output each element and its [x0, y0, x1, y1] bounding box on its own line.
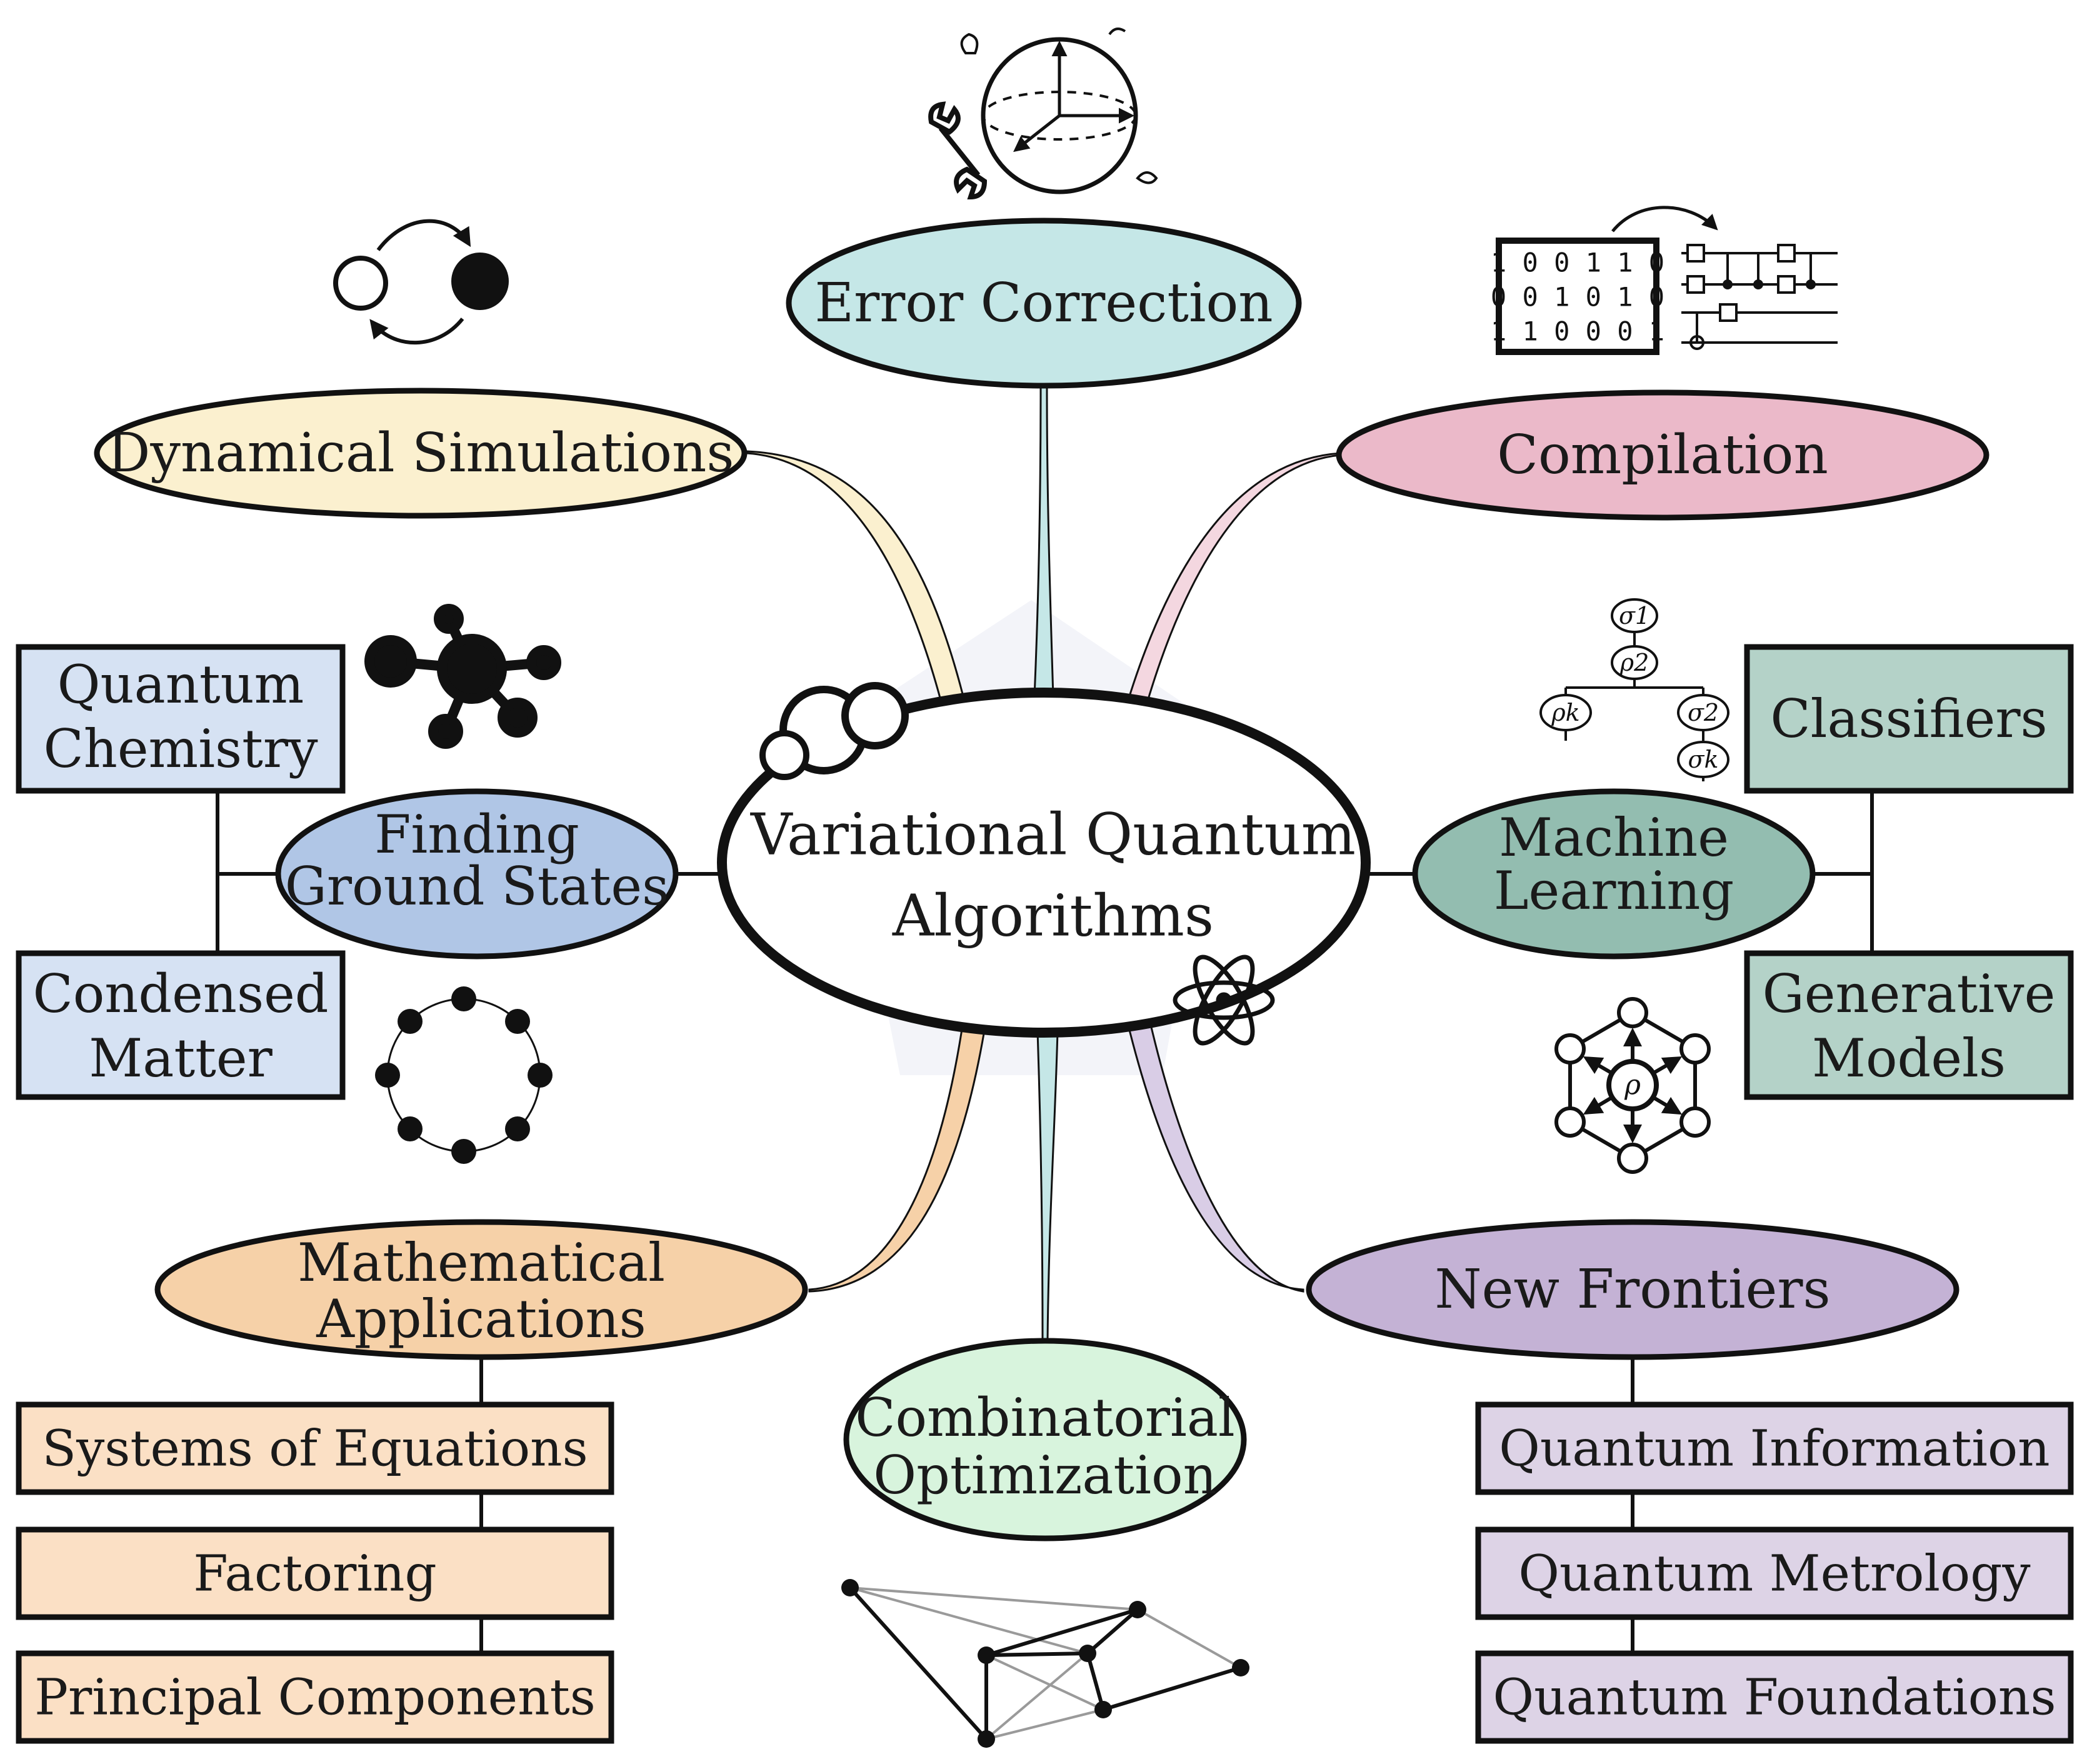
generative-models-line2: Models — [1812, 1028, 2006, 1089]
systems-of-equations-label: Systems of Equations — [42, 1420, 588, 1478]
node-error-correction[interactable]: Error Correction — [786, 218, 1302, 389]
svg-text:1 0 0 1 1 0: 1 0 0 1 1 0 — [1491, 248, 1664, 278]
box-quantum-chemistry[interactable]: Quantum Chemistry — [16, 644, 346, 794]
ribbon-combinatorial — [1036, 1030, 1059, 1342]
node-dynamical-simulations[interactable]: Dynamical Simulations — [94, 388, 748, 519]
ribbon-dynamical-simulations — [746, 450, 964, 701]
ground-states-ellipse — [275, 788, 679, 960]
box-quantum-information[interactable]: Quantum Information — [1475, 1401, 2074, 1495]
wrench-icon — [928, 101, 988, 200]
spin-ring-icon — [375, 986, 553, 1164]
ground-states-label-line2: Ground States — [285, 856, 669, 917]
node-finding-ground-states[interactable]: Finding Ground States — [275, 788, 679, 960]
svg-text:ρ2: ρ2 — [1619, 649, 1649, 676]
condensed-matter-line1: Condensed — [33, 963, 328, 1025]
classifiers-rect — [1744, 644, 2074, 794]
factoring-rect — [16, 1526, 614, 1620]
condensed-matter-rect — [16, 950, 346, 1100]
state-swap-icon — [333, 219, 509, 345]
error-correction-label: Error Correction — [814, 272, 1273, 334]
quantum-foundations-label: Quantum Foundations — [1493, 1668, 2056, 1726]
molecule-icon — [364, 604, 561, 749]
box-principal-components[interactable]: Principal Components — [16, 1650, 614, 1744]
principal-components-rect — [16, 1650, 614, 1744]
box-systems-of-equations[interactable]: Systems of Equations — [16, 1401, 614, 1495]
compilation-ellipse — [1336, 389, 1989, 521]
svg-text:σk: σk — [1688, 746, 1719, 773]
mathematical-applications-label-line2: Applications — [316, 1288, 646, 1350]
rho-hexagon-icon: ρ — [1554, 997, 1711, 1174]
box-quantum-metrology[interactable]: Quantum Metrology — [1475, 1526, 2074, 1620]
box-classifiers[interactable]: Classifiers — [1744, 644, 2074, 794]
box-factoring[interactable]: Factoring — [16, 1526, 614, 1620]
dynamical-simulations-label: Dynamical Simulations — [107, 422, 734, 484]
box-generative-models[interactable]: Generative Models — [1744, 950, 2074, 1100]
center-label-line2: Algorithms — [892, 883, 1214, 950]
svg-text:1 1 0 0 0 1: 1 1 0 0 0 1 — [1491, 316, 1664, 347]
generative-models-line1: Generative — [1763, 963, 2056, 1025]
machine-learning-ellipse — [1412, 788, 1816, 960]
svg-text:ρk: ρk — [1551, 699, 1579, 726]
quantum-information-rect — [1475, 1401, 2074, 1495]
node-compilation[interactable]: Compilation — [1336, 389, 1989, 521]
svg-text:ρ: ρ — [1624, 1070, 1641, 1101]
dynamical-simulations-ellipse — [94, 388, 748, 519]
graph-icon — [841, 1579, 1249, 1748]
box-quantum-foundations[interactable]: Quantum Foundations — [1475, 1650, 2074, 1744]
svg-text:σ1: σ1 — [1619, 602, 1650, 629]
factoring-label: Factoring — [193, 1545, 436, 1603]
node-new-frontiers[interactable]: New Frontiers — [1306, 1219, 1959, 1360]
combinatorial-ellipse — [843, 1338, 1247, 1541]
combinatorial-label-line1: Combinatorial — [855, 1387, 1235, 1448]
new-frontiers-label: New Frontiers — [1434, 1258, 1830, 1321]
quantum-foundations-rect — [1475, 1650, 2074, 1744]
classifiers-label: Classifiers — [1770, 688, 2047, 749]
mathematical-applications-ellipse — [154, 1219, 808, 1360]
svg-text:0 0 1 0 1 0: 0 0 1 0 1 0 — [1491, 282, 1664, 313]
svg-text:σ2: σ2 — [1688, 699, 1719, 726]
bit-matrix-icon: 1 0 0 1 1 0 0 0 1 0 1 0 1 1 0 0 0 1 — [1491, 206, 1718, 355]
quantum-chemistry-line1: Quantum — [58, 654, 304, 715]
ground-states-label-line1: Finding — [374, 804, 579, 865]
box-condensed-matter[interactable]: Condensed Matter — [16, 950, 346, 1100]
error-correction-ellipse — [786, 218, 1302, 389]
quantum-metrology-label: Quantum Metrology — [1518, 1545, 2030, 1603]
node-machine-learning[interactable]: Machine Learning — [1412, 788, 1816, 960]
mathematical-applications-label-line1: Mathematical — [298, 1232, 665, 1293]
compilation-label: Compilation — [1497, 424, 1828, 486]
center-node[interactable]: Variational Quantum Algorithms — [717, 682, 1371, 1051]
quantum-chemistry-rect — [16, 644, 346, 794]
quantum-chemistry-line2: Chemistry — [43, 718, 318, 779]
thought-bubble-small — [759, 730, 809, 780]
generative-models-rect — [1744, 950, 2074, 1100]
principal-components-label: Principal Components — [34, 1668, 596, 1726]
combinatorial-label-line2: Optimization — [873, 1445, 1216, 1506]
systems-of-equations-rect — [16, 1401, 614, 1495]
atom-icon — [1173, 955, 1275, 1046]
node-mathematical-applications[interactable]: Mathematical Applications — [154, 1219, 808, 1360]
ribbon-new-frontiers — [1127, 1021, 1304, 1293]
condensed-matter-line2: Matter — [89, 1028, 273, 1089]
center-ellipse — [717, 688, 1371, 1038]
thought-bubble-medium — [841, 682, 909, 749]
machine-learning-label-line2: Learning — [1494, 860, 1734, 921]
quantum-information-label: Quantum Information — [1499, 1420, 2049, 1478]
ribbon-compilation — [1127, 452, 1342, 704]
quantum-circuit-icon — [1681, 244, 1838, 350]
ribbon-mathematical-applications — [808, 1024, 986, 1293]
node-combinatorial-optimization[interactable]: Combinatorial Optimization — [843, 1338, 1247, 1541]
bloch-sphere-icon — [960, 28, 1158, 194]
new-frontiers-ellipse — [1306, 1219, 1959, 1360]
center-label-line1: Variational Quantum — [750, 801, 1356, 868]
machine-learning-label-line1: Machine — [1499, 807, 1729, 868]
quantum-metrology-rect — [1475, 1526, 2074, 1620]
ribbon-error-correction — [1033, 386, 1054, 698]
tensor-network-icon: σ1 ρ2 ρk σ2 σk — [1539, 598, 1729, 781]
